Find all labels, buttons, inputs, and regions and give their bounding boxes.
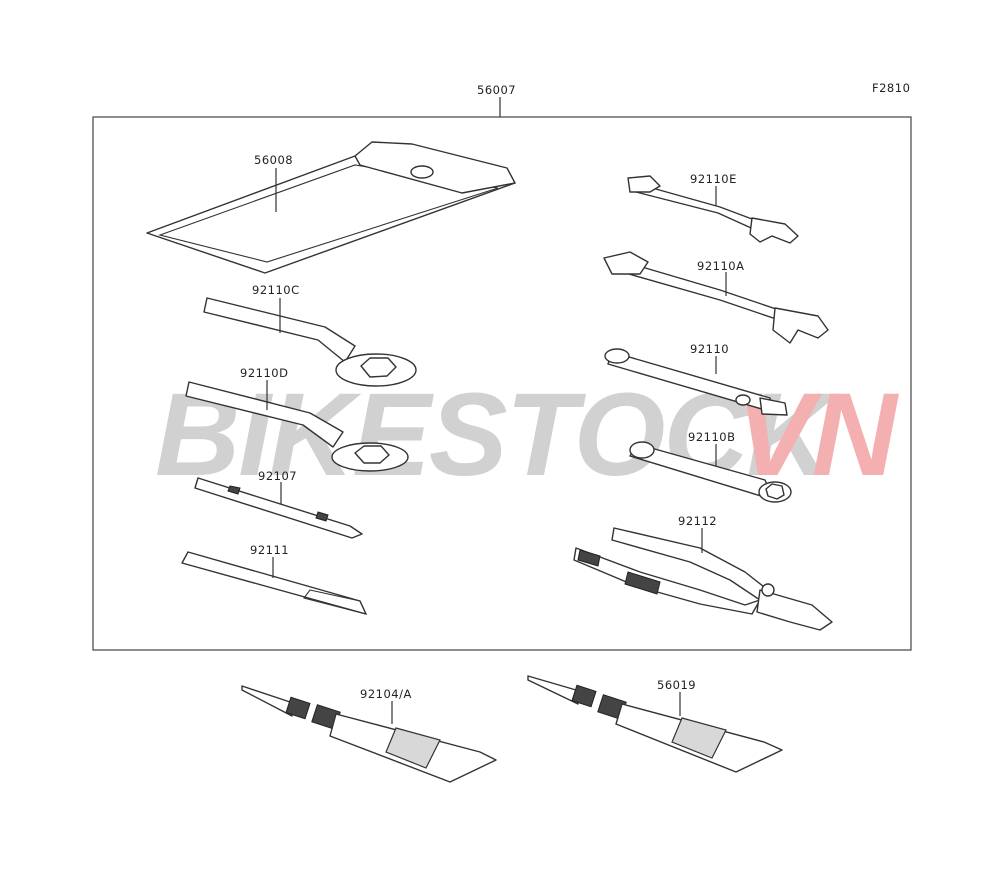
- open-wrench-large[interactable]: [603, 251, 829, 344]
- part-label-plug-wrench-b[interactable]: 92110B: [688, 430, 735, 444]
- part-label-bag[interactable]: 56008: [254, 153, 293, 167]
- part-label-ring-c[interactable]: 92110C: [252, 283, 300, 297]
- ring-wrench-d[interactable]: [185, 381, 409, 472]
- part-label-wrench-a[interactable]: 92110A: [697, 259, 744, 273]
- grease-tube-right[interactable]: [527, 675, 783, 773]
- pliers[interactable]: [573, 527, 833, 631]
- part-label-ring-d[interactable]: 92110D: [240, 366, 288, 380]
- figure-code: F2810: [872, 81, 910, 95]
- part-label-wrench-e[interactable]: 92110E: [690, 172, 737, 186]
- part-label-grease-right[interactable]: 56019: [657, 678, 696, 692]
- kit-frame: [92, 116, 912, 651]
- screwdriver[interactable]: [194, 477, 363, 539]
- part-label-plug-wrench[interactable]: 92110: [690, 342, 729, 356]
- part-label-pliers[interactable]: 92112: [678, 514, 717, 528]
- part-label-grease-left[interactable]: 92104/A: [360, 687, 412, 701]
- open-wrench-small[interactable]: [627, 175, 799, 244]
- tool-bag[interactable]: [146, 141, 516, 274]
- plug-wrench[interactable]: [604, 348, 788, 416]
- extension-handle[interactable]: [181, 551, 367, 615]
- grease-tube-left[interactable]: [241, 685, 497, 783]
- part-label-screwdriver[interactable]: 92107: [258, 469, 297, 483]
- plug-wrench-b[interactable]: [629, 441, 792, 503]
- part-label-kit[interactable]: 56007: [477, 83, 516, 97]
- part-label-handle[interactable]: 92111: [250, 543, 289, 557]
